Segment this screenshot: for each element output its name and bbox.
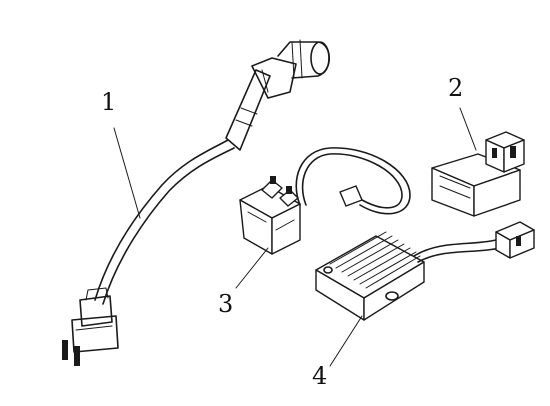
- part-3-starter-relay: [239, 147, 411, 255]
- leader-line-3: [235, 247, 269, 289]
- leader-line-1: [113, 127, 141, 219]
- part-2-relay: [431, 131, 525, 217]
- leader-line-2: [459, 107, 477, 151]
- part-1-ignition-coil-cable: [62, 39, 331, 366]
- callout-2: 2: [448, 74, 464, 102]
- callout-4: 4: [312, 362, 328, 390]
- callout-3: 3: [218, 290, 234, 318]
- part-4-regulator-rectifier: [315, 221, 535, 321]
- callout-1: 1: [101, 88, 117, 116]
- leader-line-4: [329, 315, 363, 367]
